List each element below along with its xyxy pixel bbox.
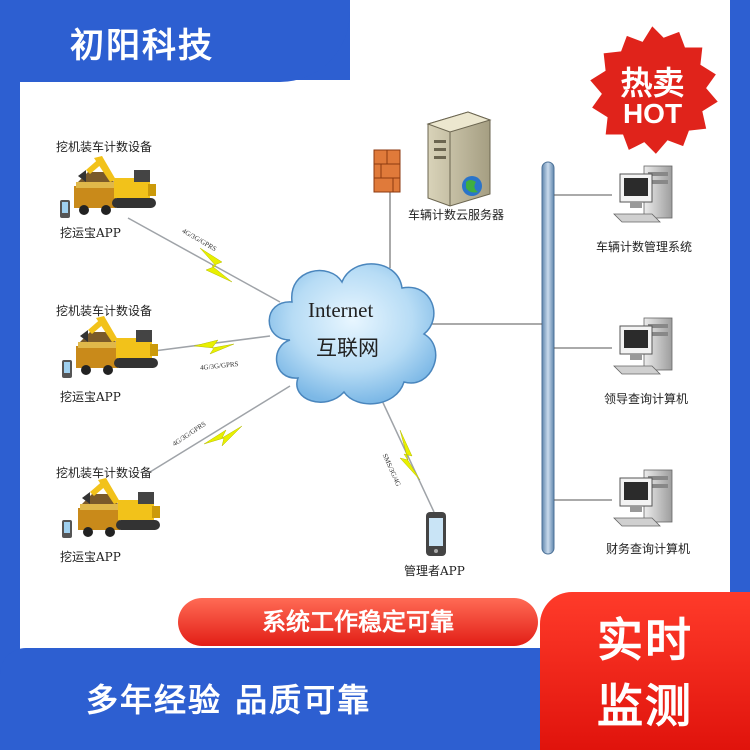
device-group-2-title: 挖机装车计数设备: [56, 304, 153, 318]
device-group-2-app: 挖运宝APP: [60, 390, 121, 404]
badge-line-2: HOT: [622, 98, 683, 129]
manager-app-label: 管理者APP: [404, 564, 465, 578]
cloud-label-cn: 互联网: [316, 336, 379, 360]
computer-1-label: 车辆计数管理系统: [596, 240, 693, 254]
hot-badge: 热卖 HOT: [580, 21, 725, 167]
device-group-3-app: 挖运宝APP: [60, 550, 121, 564]
device-group-1-app: 挖运宝APP: [60, 226, 121, 240]
server-label: 车辆计数云服务器: [408, 208, 505, 222]
computer-3-label: 财务查询计算机: [606, 542, 691, 556]
computer-2-label: 领导查询计算机: [604, 392, 689, 406]
realtime-card: [540, 592, 750, 750]
cloud-label-en: Internet: [308, 298, 374, 322]
badge-line-1: 热卖: [620, 64, 685, 102]
brand-title: 初阳科技: [70, 26, 214, 66]
experience-slogan: 多年经验 品质可靠: [86, 681, 372, 719]
realtime-card-line-1: 实时: [597, 613, 693, 667]
badge-starburst: [585, 21, 723, 159]
brand-tab: [20, 0, 350, 82]
stability-banner: 系统工作稳定可靠: [178, 598, 538, 646]
realtime-card-line-2: 监测: [597, 679, 693, 733]
device-group-1-title: 挖机装车计数设备: [56, 140, 153, 154]
device-group-3-title: 挖机装车计数设备: [56, 466, 153, 480]
